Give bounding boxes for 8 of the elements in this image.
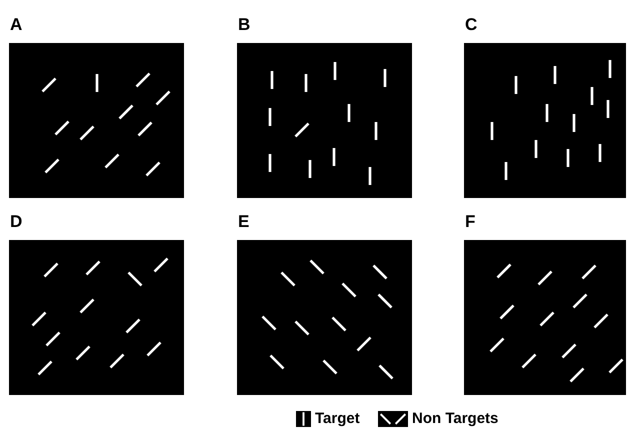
- panel-letter: D: [10, 213, 22, 230]
- legend-label: Non Targets: [412, 411, 498, 427]
- legend-label: Target: [315, 411, 360, 427]
- panel-letter: A: [10, 16, 22, 33]
- panel-letter: E: [238, 213, 250, 230]
- panel-letter: F: [465, 213, 476, 230]
- panel-letter: C: [465, 16, 478, 33]
- panel-letter: B: [238, 16, 250, 33]
